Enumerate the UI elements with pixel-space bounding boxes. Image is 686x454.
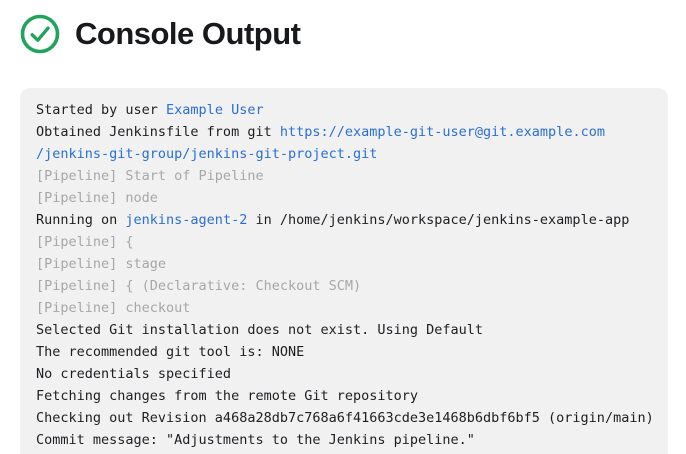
console-line: Running on jenkins-agent-2 in /home/jenk… (36, 209, 652, 231)
console-text: The recommended git tool is: NONE (36, 344, 305, 360)
console-text: Obtained Jenkinsfile from git (36, 124, 280, 140)
console-line: No credentials specified (36, 363, 652, 385)
console-line: /jenkins-git-group/jenkins-git-project.g… (36, 143, 652, 165)
console-line: Fetching changes from the remote Git rep… (36, 385, 652, 407)
success-check-icon (20, 14, 60, 54)
console-link[interactable]: Example User (166, 102, 264, 118)
console-link[interactable]: https://example-git-user@git.example.com (279, 124, 605, 140)
page-title: Console Output (75, 16, 301, 51)
console-line: [Pipeline] { (36, 231, 652, 253)
page-header: Console Output (20, 14, 301, 54)
console-muted-text: [Pipeline] node (36, 190, 158, 206)
console-muted-text: [Pipeline] stage (36, 256, 167, 272)
console-text: Selected Git installation does not exist… (36, 322, 484, 338)
console-muted-text: [Pipeline] { (36, 234, 134, 250)
console-line: [Pipeline] { (Declarative: Checkout SCM) (36, 275, 652, 297)
console-text: Running on (36, 212, 126, 228)
console-text: Checking out Revision a468a28db7c768a6f4… (36, 410, 654, 426)
console-line: Started by user Example User (36, 99, 652, 121)
console-link[interactable]: /jenkins-git-group/jenkins-git-project.g… (36, 146, 378, 162)
console-line: [Pipeline] stage (36, 253, 652, 275)
console-line: Checking out Revision a468a28db7c768a6f4… (36, 407, 654, 429)
console-link[interactable]: jenkins-agent-2 (125, 212, 248, 228)
console-text: Started by user (36, 102, 167, 118)
console-muted-text: [Pipeline] checkout (36, 300, 191, 316)
console-line: Obtained Jenkinsfile from git https://ex… (36, 121, 652, 143)
console-line: [Pipeline] Start of Pipeline (36, 165, 652, 187)
console-line: Selected Git installation does not exist… (36, 319, 652, 341)
console-line: Commit message: "Adjustments to the Jenk… (36, 429, 652, 451)
console-text: Commit message: "Adjustments to the Jenk… (36, 432, 475, 448)
console-line: [Pipeline] checkout (36, 297, 652, 319)
console-line: The recommended git tool is: NONE (36, 341, 652, 363)
console-muted-text: [Pipeline] Start of Pipeline (36, 168, 264, 184)
console-text: No credentials specified (36, 366, 232, 382)
console-muted-text: [Pipeline] { (Declarative: Checkout SCM) (36, 278, 362, 294)
console-text: in /home/jenkins/workspace/jenkins-examp… (247, 212, 630, 228)
console-line: [Pipeline] node (36, 187, 652, 209)
console-text: Fetching changes from the remote Git rep… (36, 388, 419, 404)
